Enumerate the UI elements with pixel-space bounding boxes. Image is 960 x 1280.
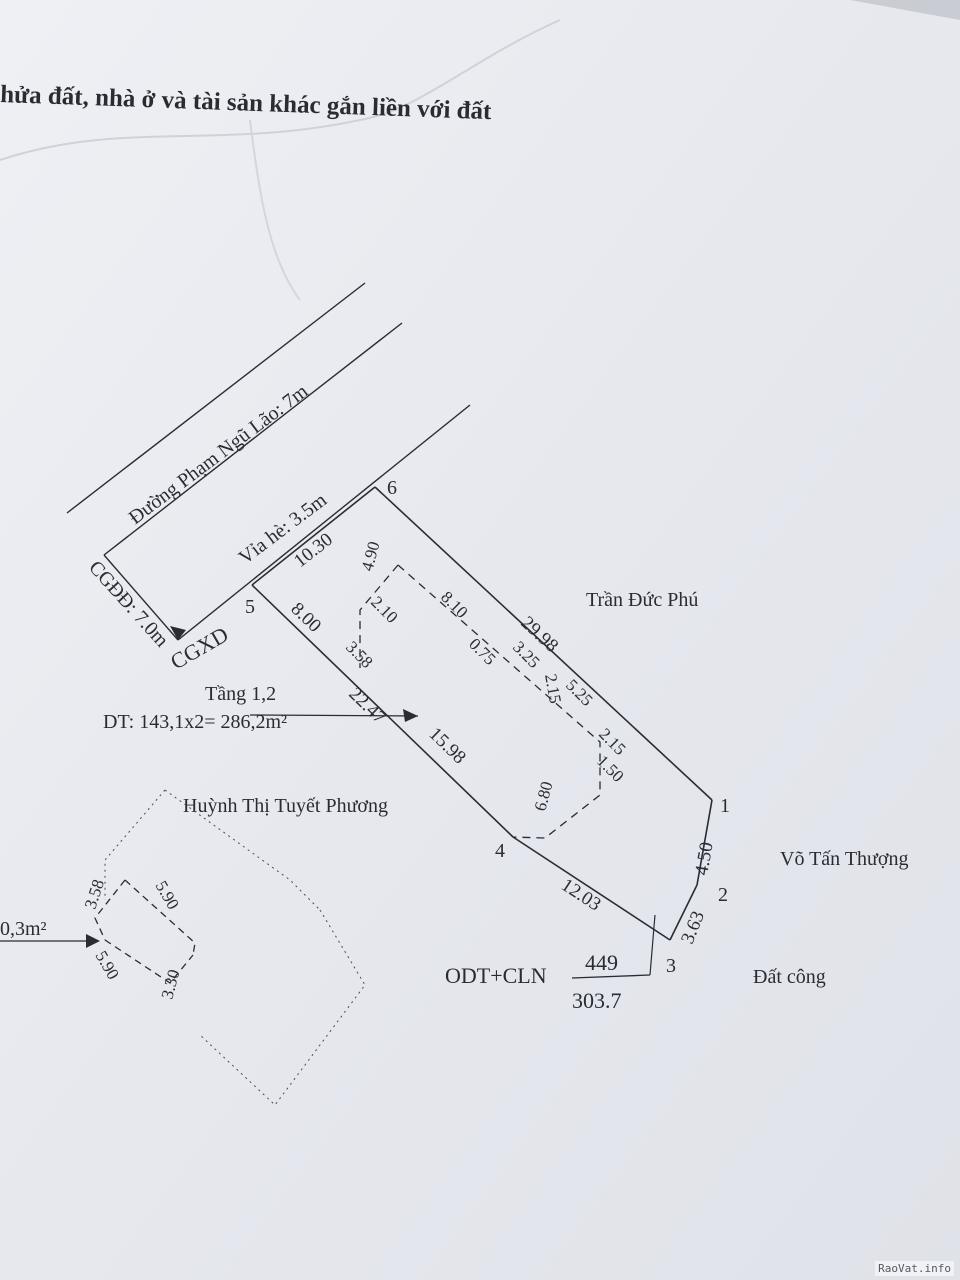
sidewalk-edge	[177, 404, 471, 641]
neighbor-southeast: Đất công	[753, 966, 826, 988]
point-6: 6	[387, 477, 397, 499]
floor-pointer	[249, 714, 419, 717]
edge-6-1	[374, 486, 713, 801]
edge-4-5	[251, 584, 514, 838]
neighbor-south: Huỳnh Thị Tuyết Phương	[183, 795, 388, 817]
floor-pointer-arrow	[403, 709, 418, 722]
point-1: 1	[720, 795, 730, 817]
cgdd-line	[103, 554, 179, 641]
left-building-area: 0,3m²	[0, 918, 47, 940]
fraction-leader	[649, 914, 656, 976]
neighbor-building-left	[94, 879, 126, 941]
cgxd-arrow	[170, 626, 186, 640]
road-lines	[66, 282, 471, 641]
edge-2-3	[669, 884, 698, 941]
neighbor-building-bottom	[104, 939, 194, 984]
neighbor-lot-outline	[104, 789, 366, 1106]
parcel-area: 303.7	[572, 988, 622, 1013]
watermark: RaoVat.info	[875, 1261, 954, 1276]
neighbor-lot-edge-c	[199, 909, 366, 1106]
parcel-boundary	[251, 486, 713, 941]
land-type: ODT+CLN	[445, 963, 547, 988]
parcel-number: 449	[585, 950, 618, 975]
building-area: DT: 143,1x2= 286,2m²	[103, 711, 287, 733]
edge-1-2	[696, 799, 713, 886]
point-5: 5	[245, 596, 255, 618]
left-area-arrow	[86, 934, 100, 948]
fraction-bar	[571, 974, 651, 979]
building-outline	[359, 564, 601, 839]
building-floors: Tầng 1,2	[205, 683, 276, 705]
dim-2-15-a: 2.15	[541, 672, 565, 705]
point-2: 2	[718, 884, 728, 906]
edge-3-4	[512, 836, 671, 941]
paper-fold	[0, 19, 561, 161]
point-4: 4	[495, 840, 505, 862]
neighbor-east: Võ Tấn Thượng	[780, 848, 908, 870]
road-edge-bottom	[103, 322, 403, 556]
road-edge-top	[66, 282, 366, 514]
neighbor-north: Trần Đức Phú	[586, 589, 698, 611]
neighbor-building	[94, 879, 196, 984]
edge-5-6	[251, 486, 376, 586]
building-front	[359, 564, 399, 668]
neighbor-building-right	[124, 879, 196, 956]
paper-crease	[249, 119, 301, 301]
point-3: 3	[666, 955, 676, 977]
neighbor-lot-edge-a	[104, 789, 166, 900]
